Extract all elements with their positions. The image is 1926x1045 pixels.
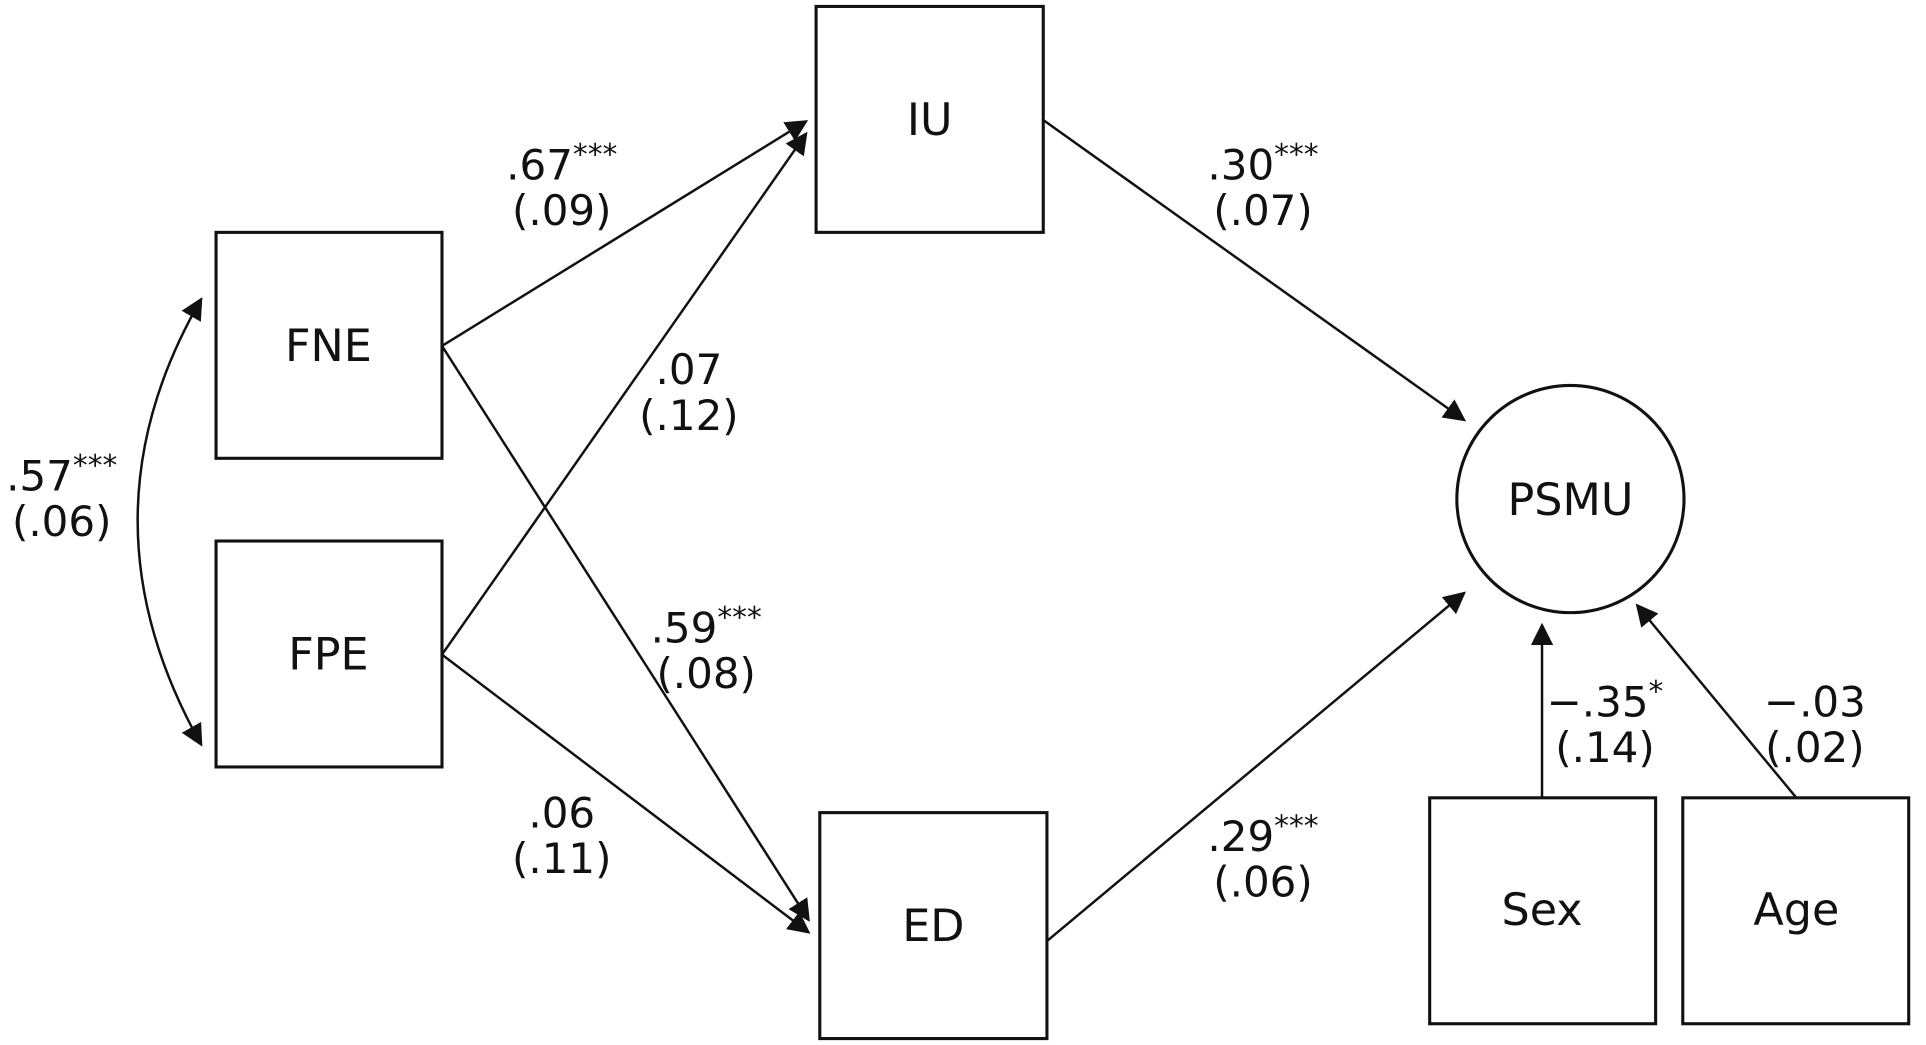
se: (.09) (512, 186, 612, 235)
path-ed-psmu (1046, 591, 1466, 942)
se: (.12) (639, 391, 739, 440)
svg-text:.06: .06 (528, 788, 595, 837)
se: (.11) (512, 834, 612, 883)
coef-fne-fpe: .57*** (.06) (6, 448, 117, 546)
se: (.08) (656, 649, 756, 698)
node-ed-label: ED (902, 901, 964, 952)
stars: *** (73, 448, 117, 483)
path-fne-ed (440, 345, 810, 922)
node-fne-label: FNE (285, 321, 372, 372)
path-fne-iu (441, 120, 809, 348)
svg-text:−.35*: −.35* (1547, 674, 1664, 727)
svg-text:.29***: .29*** (1207, 808, 1318, 861)
path-iu-psmu (1042, 119, 1467, 422)
path-fpe-iu (440, 131, 808, 656)
node-age-label: Age (1753, 885, 1839, 936)
se: (.07) (1213, 186, 1313, 235)
covariance-fne-fpe (136, 297, 203, 747)
svg-text:.57***: .57*** (6, 448, 117, 501)
stars: *** (1274, 808, 1318, 843)
coef-fpe-ed: .06 (.11) (512, 788, 612, 883)
coef-fne-iu: .67*** (.09) (506, 136, 617, 234)
estimate: −.35 (1547, 677, 1649, 726)
svg-text:.07: .07 (656, 345, 723, 394)
estimate: .29 (1207, 812, 1274, 861)
path-fpe-ed (441, 653, 811, 934)
estimate: .30 (1207, 140, 1274, 189)
coef-fpe-iu: .07 (.12) (639, 345, 739, 440)
coef-sex-psmu: −.35* (.14) (1547, 674, 1664, 772)
node-iu-label: IU (907, 95, 953, 146)
se: (.02) (1765, 723, 1865, 772)
se: (.14) (1555, 723, 1655, 772)
coef-ed-psmu: .29*** (.06) (1207, 808, 1318, 906)
estimate: .59 (651, 603, 718, 652)
node-psmu: PSMU (1455, 383, 1686, 615)
se: (.06) (1213, 858, 1313, 907)
svg-text:.30***: .30*** (1207, 136, 1318, 189)
stars: * (1649, 674, 1664, 709)
coef-fne-ed: .59*** (.08) (651, 599, 762, 697)
coef-age-psmu: −.03 (.02) (1764, 677, 1866, 772)
node-sex-label: Sex (1501, 885, 1582, 936)
estimate: .06 (528, 788, 595, 837)
estimate: .67 (506, 140, 573, 189)
svg-text:−.03: −.03 (1764, 677, 1866, 726)
svg-text:.59***: .59*** (651, 599, 762, 652)
coef-iu-psmu: .30*** (.07) (1207, 136, 1318, 234)
stars: *** (1274, 136, 1318, 171)
stars: *** (717, 599, 761, 634)
node-psmu-label: PSMU (1507, 475, 1633, 526)
node-iu: IU (814, 4, 1045, 234)
path-age-psmu (1635, 603, 1798, 799)
node-sex: Sex (1428, 796, 1658, 1026)
estimate: −.03 (1764, 677, 1866, 726)
node-age: Age (1681, 796, 1911, 1026)
se: (.06) (12, 497, 112, 546)
estimate: .07 (656, 345, 723, 394)
estimate: .57 (6, 451, 73, 500)
stars: *** (573, 136, 617, 171)
node-fne: FNE (214, 230, 444, 460)
node-fpe-label: FPE (288, 629, 368, 680)
svg-text:.67***: .67*** (506, 136, 617, 189)
node-ed: ED (818, 811, 1049, 1041)
node-fpe: FPE (214, 539, 444, 769)
